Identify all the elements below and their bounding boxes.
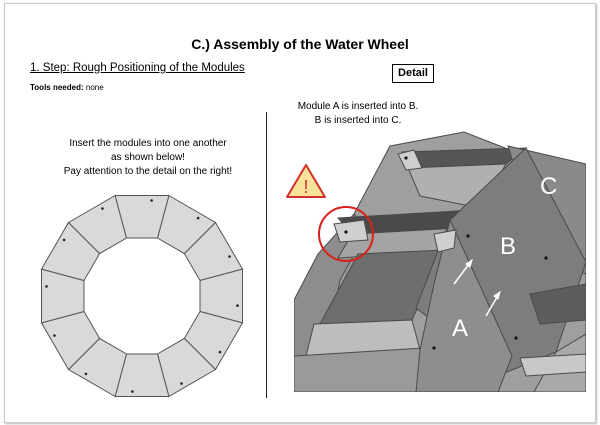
- highlight-circle: [318, 206, 374, 262]
- tools-value: none: [85, 83, 104, 92]
- ring-module-hole-9: [45, 285, 48, 288]
- ring-module-hole-11: [101, 207, 104, 210]
- hole-1: [404, 156, 408, 160]
- hole-4: [544, 256, 548, 260]
- hole-2: [344, 230, 348, 234]
- ring-module-hole-4: [218, 350, 222, 354]
- module-right-lip: [519, 353, 586, 377]
- instruction-line-2: as shown below!: [111, 152, 185, 163]
- warning-triangle-icon: !: [286, 164, 326, 198]
- connector-tab-a: [433, 229, 457, 253]
- hole-6: [514, 336, 518, 340]
- module-right-tray: [529, 283, 586, 325]
- column-divider: [266, 112, 267, 398]
- warning-symbol: !: [303, 177, 308, 197]
- tools-needed: Tools needed: none: [30, 83, 104, 92]
- detail-note-line-1: Module A is inserted into B.: [297, 101, 419, 112]
- hole-3: [466, 234, 470, 238]
- module-label-c: C: [540, 173, 557, 200]
- hole-5: [432, 346, 436, 350]
- connector-tab-top: [397, 149, 423, 171]
- ring-module-hole-5: [180, 382, 183, 385]
- assembly-detail-diagram: C B A: [294, 131, 586, 392]
- ring-module-hole-10: [62, 238, 66, 242]
- connector-tab-left: [333, 219, 369, 243]
- instructions-text: Insert the modules into one another as s…: [30, 137, 266, 179]
- insert-arrow-2-head: [493, 290, 501, 300]
- ring-module-hole-6: [131, 390, 134, 393]
- ring-module-hole-7: [84, 372, 88, 376]
- ring-module-12: [114, 195, 170, 239]
- ring-module-hole-12: [150, 199, 153, 202]
- module-label-b: B: [500, 233, 516, 260]
- module-ring-diagram: [40, 194, 244, 398]
- page-title: C.) Assembly of the Water Wheel: [191, 36, 409, 52]
- ring-module-hole-1: [196, 216, 200, 220]
- ring-module-hole-2: [228, 255, 231, 258]
- instruction-line-1: Insert the modules into one another: [69, 138, 227, 149]
- ring-module-hole-8: [53, 334, 56, 337]
- tools-label: Tools needed:: [30, 83, 84, 92]
- detail-note: Module A is inserted into B. B is insert…: [270, 100, 446, 128]
- module-base: [294, 347, 445, 392]
- detail-note-line-2: B is inserted into C.: [314, 115, 402, 126]
- detail-label-box: Detail: [392, 64, 434, 83]
- module-label-a: A: [452, 315, 468, 342]
- instruction-line-3: Pay attention to the detail on the right…: [63, 166, 233, 177]
- module-a-panel: [415, 218, 513, 392]
- ring-module-hole-3: [236, 304, 239, 307]
- insert-arrow-1-head: [465, 258, 473, 268]
- step-title: 1. Step: Rough Positioning of the Module…: [30, 62, 245, 74]
